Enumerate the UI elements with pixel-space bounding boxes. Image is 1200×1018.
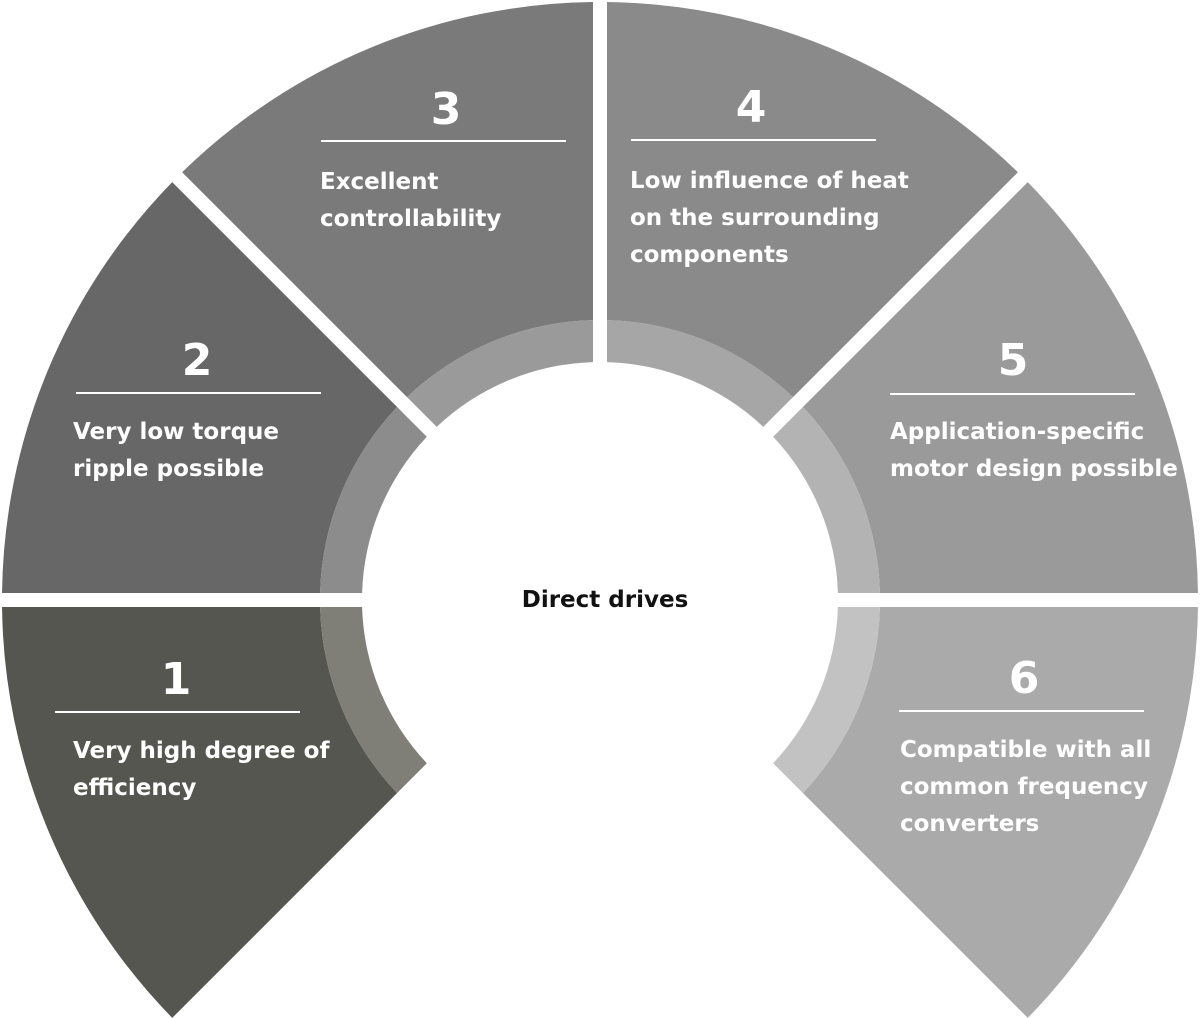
segment-6-sector (802, 607, 1198, 1018)
segment-2-number: 2 (182, 335, 213, 386)
segment-3 (182, 2, 594, 427)
segment-4-number: 4 (736, 82, 767, 133)
segment-6-text-line: Compatible with all (900, 737, 1151, 763)
segment-4-inner-ring (607, 320, 793, 427)
segment-6-number: 6 (1009, 653, 1040, 704)
segment-1-sector (2, 607, 398, 1018)
segment-3-text-line: controllability (320, 206, 501, 232)
segment-5 (773, 182, 1198, 594)
segment-6-inner-ring (773, 607, 880, 793)
segment-5-text-line: motor design possible (890, 456, 1178, 482)
segment-4 (607, 2, 1018, 427)
segment-4-text-line: components (630, 242, 789, 268)
segment-1-inner-ring (320, 607, 427, 793)
segment-1-text-line: efficiency (73, 775, 196, 801)
segment-5-sector (802, 182, 1198, 594)
segment-2-inner-ring (320, 407, 427, 593)
segment-6 (773, 607, 1198, 1018)
segment-3-inner-ring (407, 320, 593, 427)
segment-4-text-line: Low influence of heat (630, 168, 909, 194)
segment-5-text-line: Application-specific (890, 419, 1144, 445)
segment-2 (2, 182, 427, 594)
segment-2-text-line: ripple possible (73, 456, 264, 482)
segment-3-number: 3 (431, 84, 462, 135)
segment-5-inner-ring (773, 407, 880, 593)
segment-4-sector (607, 2, 1018, 398)
segment-1 (2, 607, 427, 1018)
segment-1-text-line: Very high degree of (73, 738, 330, 764)
segment-4-text-line: on the surrounding (630, 205, 880, 231)
segment-6-text-line: converters (900, 811, 1039, 837)
segment-6-text-line: common frequency (900, 774, 1148, 800)
segment-1-number: 1 (161, 654, 192, 705)
segment-5-number: 5 (998, 335, 1029, 386)
segment-3-sector (182, 2, 594, 398)
segment-2-sector (2, 182, 398, 594)
center-label: Direct drives (522, 587, 689, 613)
segment-2-text-line: Very low torque (73, 419, 279, 445)
segment-3-text-line: Excellent (320, 169, 439, 195)
